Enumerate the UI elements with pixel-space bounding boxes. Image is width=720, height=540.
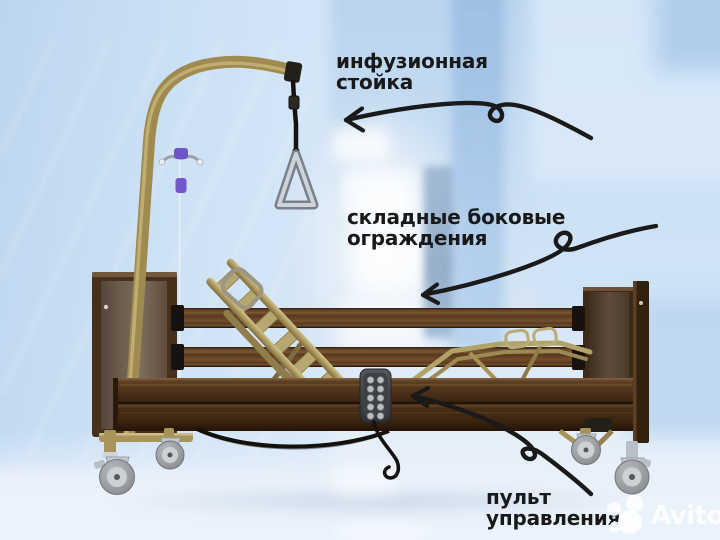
mattress-retainer-bracket	[532, 326, 558, 348]
annotation-arrows	[343, 100, 659, 497]
avito-logo-icon	[607, 495, 643, 534]
trapeze-strap	[290, 79, 299, 150]
leg-rest-section	[409, 326, 593, 390]
avito-watermark: Avito	[601, 494, 720, 538]
coiled-power-cable	[196, 427, 390, 449]
remote-control	[359, 368, 401, 480]
mattress-retainer-bracket	[504, 328, 530, 350]
arrow-to-infusion-stand	[343, 100, 594, 141]
bed-legs-and-casters	[93, 428, 652, 495]
caster-wheel	[155, 437, 185, 470]
remote-buttons	[366, 376, 385, 420]
footboard-corner-post	[633, 281, 649, 443]
annotation-label-side-rails: складные боковые ограждения	[347, 205, 566, 251]
arrow-to-remote-control	[410, 385, 594, 497]
strap-buckle	[288, 95, 300, 110]
remote-cable	[372, 420, 401, 480]
actuator-motor-box	[584, 418, 612, 432]
avito-watermark-text: Avito	[651, 501, 720, 531]
caster-wheel	[614, 457, 652, 495]
trapeze-lifting-pole	[123, 55, 319, 442]
folding-side-rails	[171, 305, 585, 370]
trapeze-clamp	[283, 61, 303, 83]
headboard-screw	[103, 304, 109, 310]
caster-wheel	[571, 433, 601, 465]
leg-post	[104, 430, 116, 458]
caster-wheel	[93, 456, 135, 495]
rail-hinge	[171, 344, 184, 370]
annotation-label-infusion-stand: инфузионная стойка	[336, 49, 488, 95]
bed-footboard	[583, 287, 635, 383]
iv-pole-clamp	[175, 178, 187, 193]
annotation-label-remote-control: пульт управления	[486, 485, 621, 531]
arrow-to-side-rails	[420, 223, 659, 306]
trapeze-handle	[274, 149, 319, 210]
rail-hinge	[572, 306, 585, 331]
rail-hinge	[171, 305, 184, 331]
leg-post	[626, 441, 638, 461]
mattress-retainer-bracket	[220, 267, 264, 310]
